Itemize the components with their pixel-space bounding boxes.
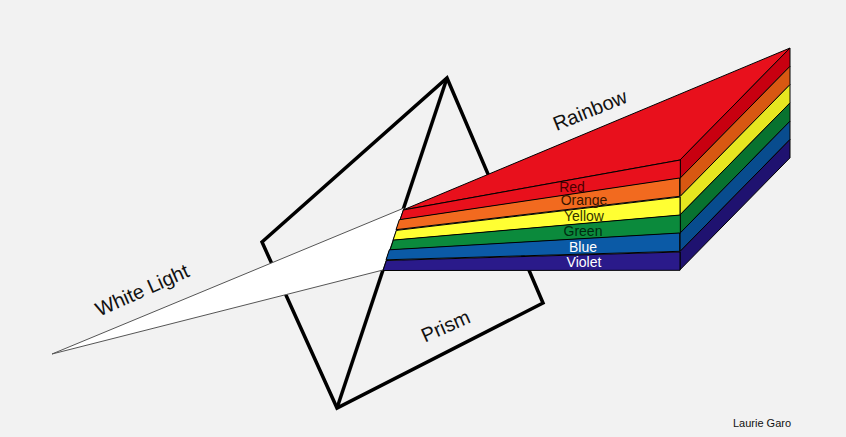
white-light-label: White Light (92, 260, 192, 321)
color-band: Violet (383, 252, 680, 271)
color-name: Blue (569, 240, 597, 254)
credit-label: Laurie Garo (733, 417, 791, 429)
color-name: Red (559, 180, 585, 194)
prism-label: Prism (418, 306, 474, 347)
color-name: Violet (567, 255, 602, 269)
rainbow-side-band (680, 140, 790, 270)
color-name: Yellow (564, 209, 604, 223)
white-light-beam (52, 208, 404, 354)
color-name: Orange (561, 193, 608, 207)
rainbow-label: Rainbow (550, 85, 630, 135)
color-name: Green (564, 224, 603, 238)
band-shape (383, 252, 680, 271)
rainbow-side-band (680, 121, 790, 251)
band-fill (383, 252, 680, 271)
